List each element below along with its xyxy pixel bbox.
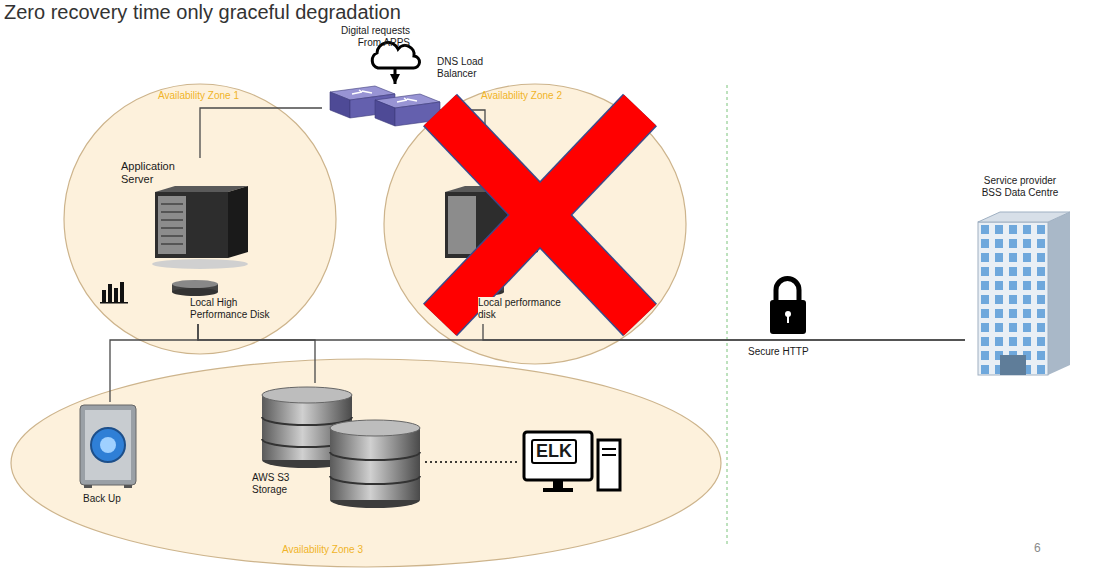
building-icon bbox=[1048, 212, 1070, 375]
vault-icon bbox=[100, 437, 116, 453]
label-box: Secure HTTP bbox=[748, 346, 809, 358]
title-box: Zero recovery time only graceful degrada… bbox=[4, 0, 401, 24]
building-icon bbox=[1000, 355, 1026, 375]
elk-monitor: ELK bbox=[520, 428, 625, 493]
load-balancer-icon bbox=[352, 90, 372, 94]
availability-zone: Availability Zone 2 Local performance dis… bbox=[383, 83, 687, 365]
load-balancer-label: DNS Load Balancer bbox=[437, 56, 507, 80]
link-label: Secure HTTP bbox=[748, 346, 809, 358]
request-cloud: Digital requests From APPS bbox=[335, 25, 430, 68]
connector bbox=[394, 68, 397, 84]
title: Zero recovery time only graceful degrada… bbox=[4, 0, 401, 24]
lock-icon bbox=[770, 300, 806, 334]
disk-icon bbox=[172, 288, 218, 296]
bar-chart-icon bbox=[102, 290, 106, 302]
bar-chart-icon bbox=[100, 302, 128, 304]
application-server: Application Server bbox=[118, 158, 255, 272]
page-number: 6 bbox=[1034, 541, 1041, 555]
server-icon bbox=[158, 196, 186, 254]
application-server-label: Application Server bbox=[121, 160, 193, 186]
availability-zone-label: Availability Zone 1 bbox=[158, 90, 239, 102]
monitor-icon bbox=[553, 480, 563, 488]
load-balancer-icon bbox=[330, 86, 440, 126]
s3-storage: AWS S3 Storage bbox=[250, 383, 425, 513]
zone-outline bbox=[383, 83, 687, 365]
divider-line bbox=[727, 85, 728, 545]
availability-zone: Availability Zone 3 Back Up AWS S3 Storage… bbox=[10, 358, 722, 568]
availability-zone-label: Availability Zone 3 bbox=[282, 544, 363, 556]
vault-icon bbox=[84, 485, 92, 488]
data-centre-label: Service provider BSS Data Centre bbox=[975, 175, 1065, 199]
building-icon bbox=[978, 212, 1070, 375]
vault-icon bbox=[80, 405, 136, 485]
building-icon bbox=[978, 222, 1048, 375]
zone-outline bbox=[64, 84, 336, 354]
vault-icon bbox=[91, 428, 125, 462]
local-disk: Local High Performance Disk bbox=[168, 278, 282, 324]
server-icon bbox=[155, 192, 228, 258]
backup-vault-label: Back Up bbox=[83, 493, 121, 505]
availability-zone: Availability Zone 1 Application ServerLoc… bbox=[63, 83, 337, 355]
monitor-icon bbox=[524, 432, 592, 480]
load-balancer-icon bbox=[375, 100, 395, 126]
s3-storage-label: AWS S3 Storage bbox=[252, 472, 297, 496]
lock-icon bbox=[770, 279, 806, 335]
monitor-icon bbox=[598, 440, 620, 490]
backup-vault: Back Up bbox=[75, 402, 145, 512]
request-cloud-label: Digital requests From APPS bbox=[335, 25, 410, 49]
server-icon bbox=[448, 196, 476, 254]
vault-icon bbox=[80, 405, 136, 488]
load-balancer-icon bbox=[397, 98, 417, 102]
data-centre: Service provider BSS Data Centre bbox=[965, 175, 1075, 378]
storage-icon bbox=[330, 452, 420, 484]
bar-chart-icon bbox=[114, 288, 118, 302]
server-icon bbox=[161, 204, 183, 244]
server-icon bbox=[228, 186, 248, 258]
lock-icon bbox=[776, 279, 799, 303]
monitor-icon bbox=[602, 449, 616, 455]
local-disk-label: Local High Performance Disk bbox=[190, 297, 278, 321]
label-box: 6 bbox=[1034, 541, 1041, 555]
local-disk: Local performance disk bbox=[455, 278, 570, 324]
vault-icon bbox=[85, 410, 131, 480]
disk-icon bbox=[172, 280, 218, 288]
zone-outline bbox=[10, 358, 722, 568]
monitor-icon bbox=[543, 488, 573, 492]
lock-icon bbox=[787, 315, 789, 323]
storage-icon bbox=[262, 387, 352, 403]
building-icon bbox=[978, 212, 1070, 222]
bar-chart-icon bbox=[108, 284, 112, 302]
storage-icon bbox=[330, 428, 420, 500]
disk-icon bbox=[172, 280, 218, 296]
load-balancer-icon bbox=[330, 92, 350, 118]
storage-icon bbox=[330, 420, 420, 436]
zone-outline bbox=[384, 84, 686, 364]
bar-chart-icon bbox=[120, 282, 124, 302]
server-icon bbox=[152, 259, 248, 269]
availability-zone-label: Availability Zone 2 bbox=[481, 90, 562, 102]
local-disk-label: Local performance disk bbox=[478, 297, 566, 321]
zone-outline bbox=[11, 359, 721, 567]
vault-icon bbox=[124, 485, 132, 488]
elk-monitor-label: ELK bbox=[531, 439, 577, 464]
